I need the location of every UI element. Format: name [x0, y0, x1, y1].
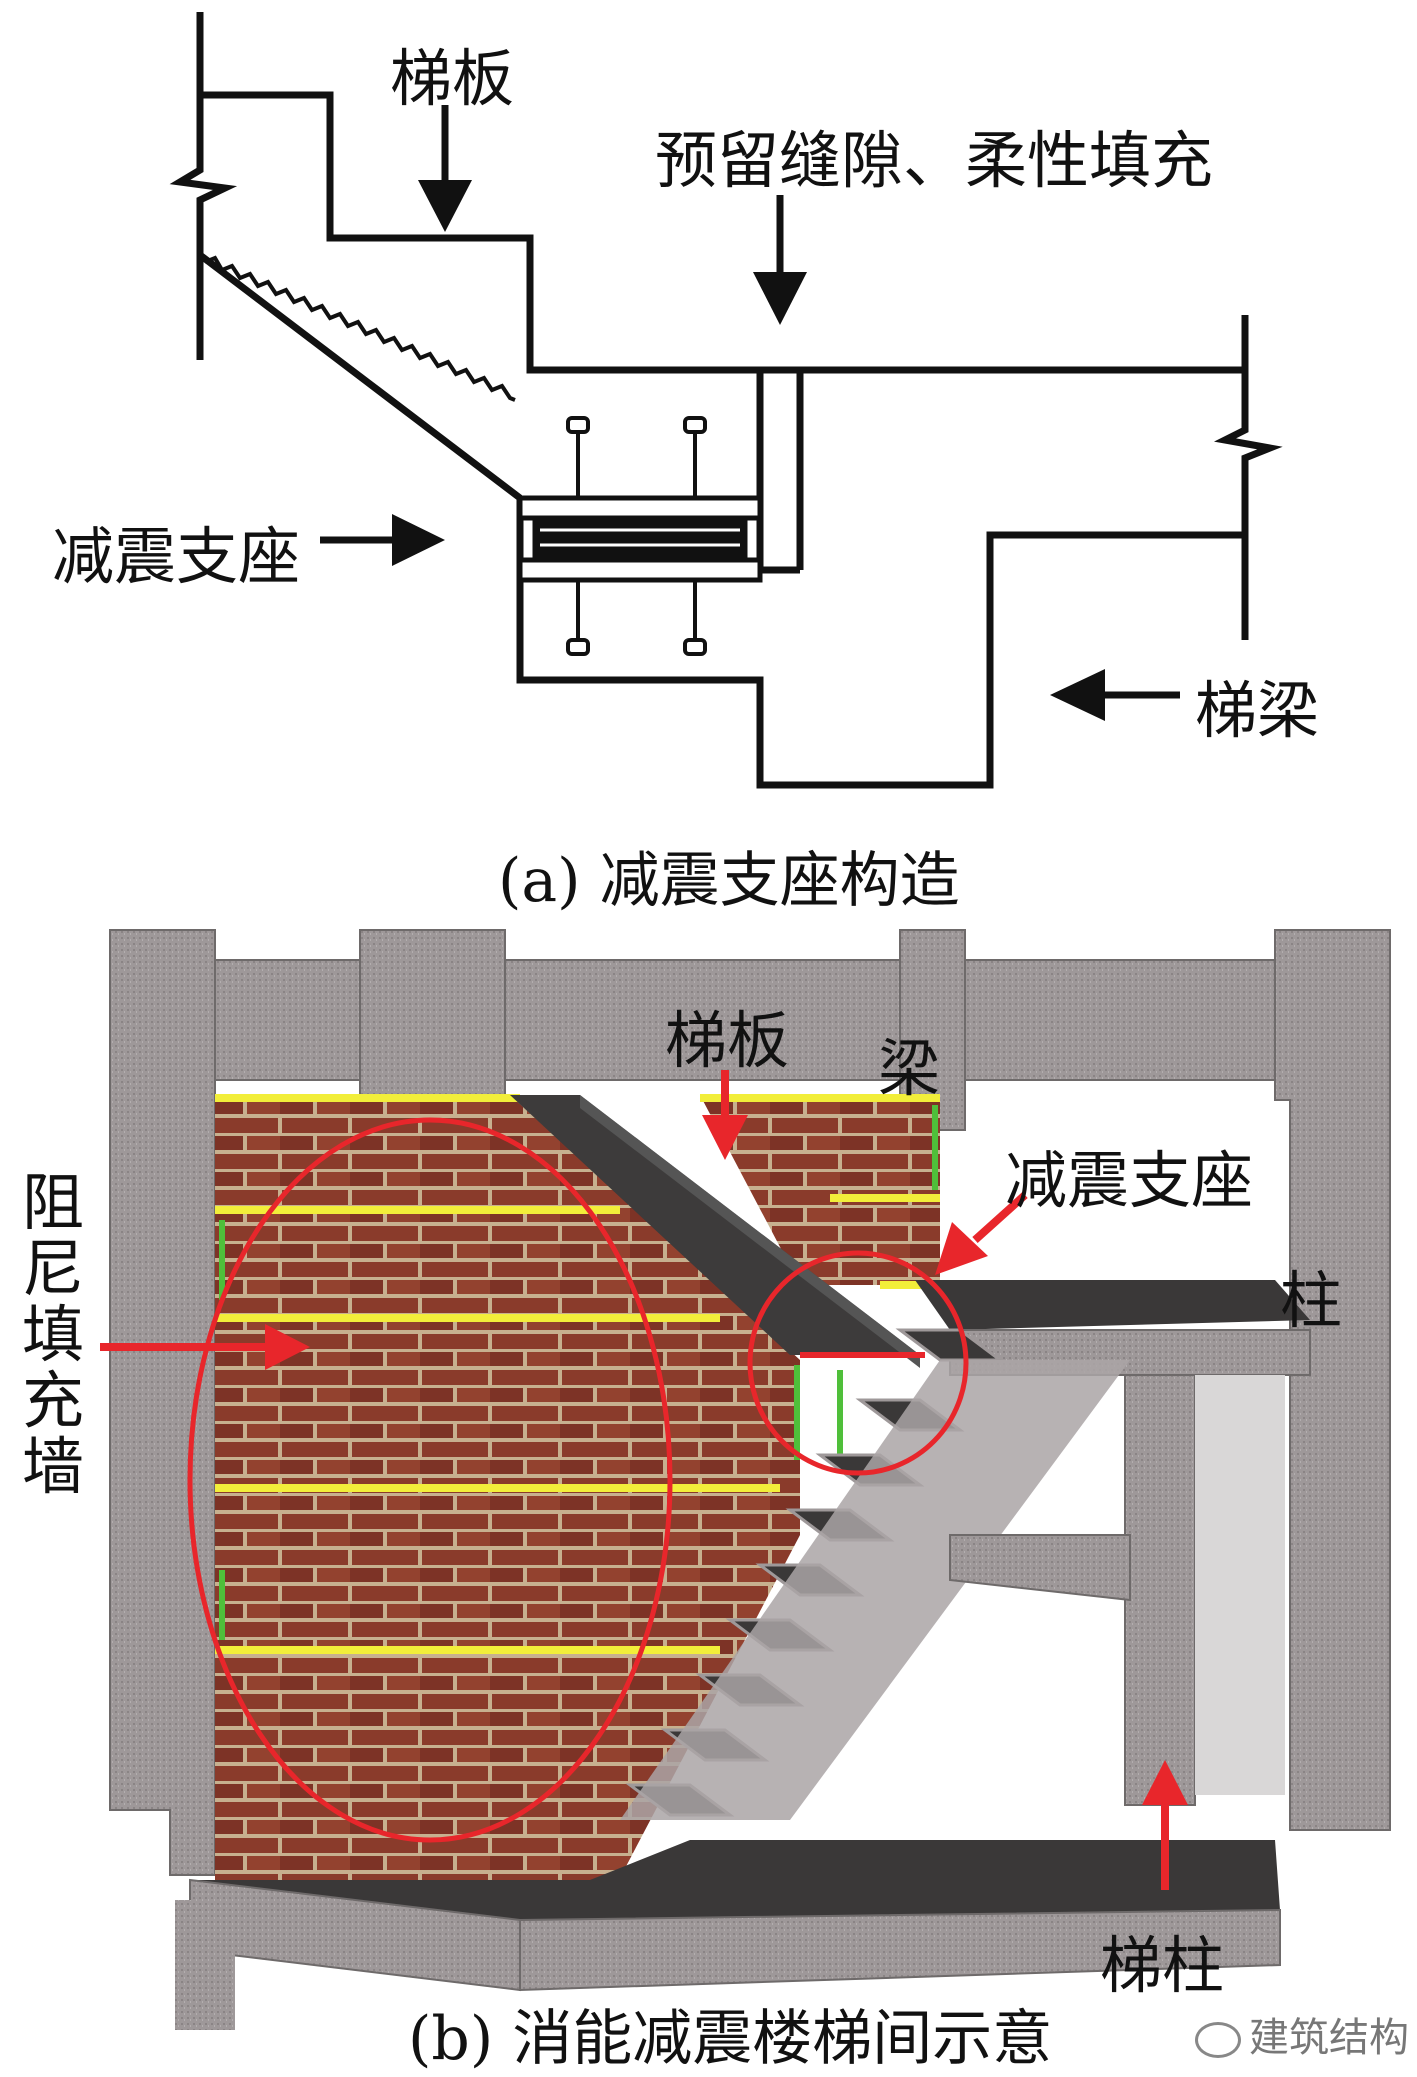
- watermark: 建筑结构: [1195, 2005, 1409, 2063]
- label-column: 柱: [1280, 1264, 1343, 1337]
- caption-b: (b) 消能减震楼梯间示意: [408, 1990, 1052, 2077]
- label-stair-slab-a: 梯板: [390, 42, 515, 115]
- left-break-line: [169, 12, 238, 360]
- anchor-bolts: [566, 416, 707, 656]
- brick-wall-upper: [700, 1095, 940, 1285]
- caption-a-text: 减震支座构造: [599, 846, 960, 916]
- upper-step-profile: [200, 91, 1245, 374]
- slab-hatch: [204, 255, 516, 402]
- stair-column: [1124, 1374, 1196, 1806]
- seismic-bearing-shape: [517, 495, 763, 583]
- wechat-icon: [1195, 2022, 1241, 2058]
- label-stair-slab-b: 梯板: [665, 1004, 790, 1077]
- gap-slot: [756, 370, 804, 574]
- arrow-infill-wall: [100, 1324, 310, 1370]
- brick-wall: [215, 1095, 800, 1935]
- label-seismic-bearing-a: 减震支座: [52, 520, 301, 593]
- arrow-bearing-b: [935, 1192, 1028, 1275]
- top-beam: [149, 959, 1381, 1081]
- label-stair-column: 梯柱: [1100, 1929, 1225, 2002]
- right-break-line: [1213, 315, 1283, 640]
- caption-a: (a) 减震支座构造: [498, 832, 960, 919]
- landing-slab: [915, 1280, 1310, 1330]
- label-damping-infill-wall: 阻尼填充墙: [21, 1166, 84, 1503]
- caption-b-text: 消能减震楼梯间示意: [512, 2004, 1053, 2074]
- highlight-infill-wall: [187, 1117, 673, 1843]
- ground-slab: [190, 1840, 1280, 1920]
- arrow-stair-slab: [418, 105, 472, 232]
- label-beam: 梁: [878, 1032, 941, 1105]
- arrow-seismic-bearing: [320, 514, 445, 566]
- stair-beam-outline: [516, 498, 1245, 789]
- right-column: [1274, 929, 1391, 1831]
- watermark-text: 建筑结构: [1249, 2015, 1409, 2061]
- arrow-stair-column: [1142, 1760, 1188, 1890]
- left-column: [109, 929, 216, 1876]
- bearing-detail-drawing: [169, 12, 1283, 789]
- highlight-bearing: [747, 1250, 969, 1476]
- middle-column: [359, 929, 506, 1101]
- slab-underside: [197, 252, 523, 501]
- arrow-reserved-gap: [753, 195, 807, 325]
- label-reserved-gap: 预留缝隙、柔性填充: [655, 124, 1214, 197]
- arrow-stair-beam: [1050, 669, 1180, 721]
- arrow-stair-slab-b: [702, 1070, 748, 1160]
- caption-b-prefix: (b): [408, 2004, 494, 2074]
- label-seismic-bearing-b: 减震支座: [1005, 1144, 1254, 1217]
- upper-stair-slab: [510, 1095, 920, 1355]
- label-stair-beam: 梯梁: [1195, 674, 1320, 747]
- caption-a-prefix: (a): [498, 846, 581, 916]
